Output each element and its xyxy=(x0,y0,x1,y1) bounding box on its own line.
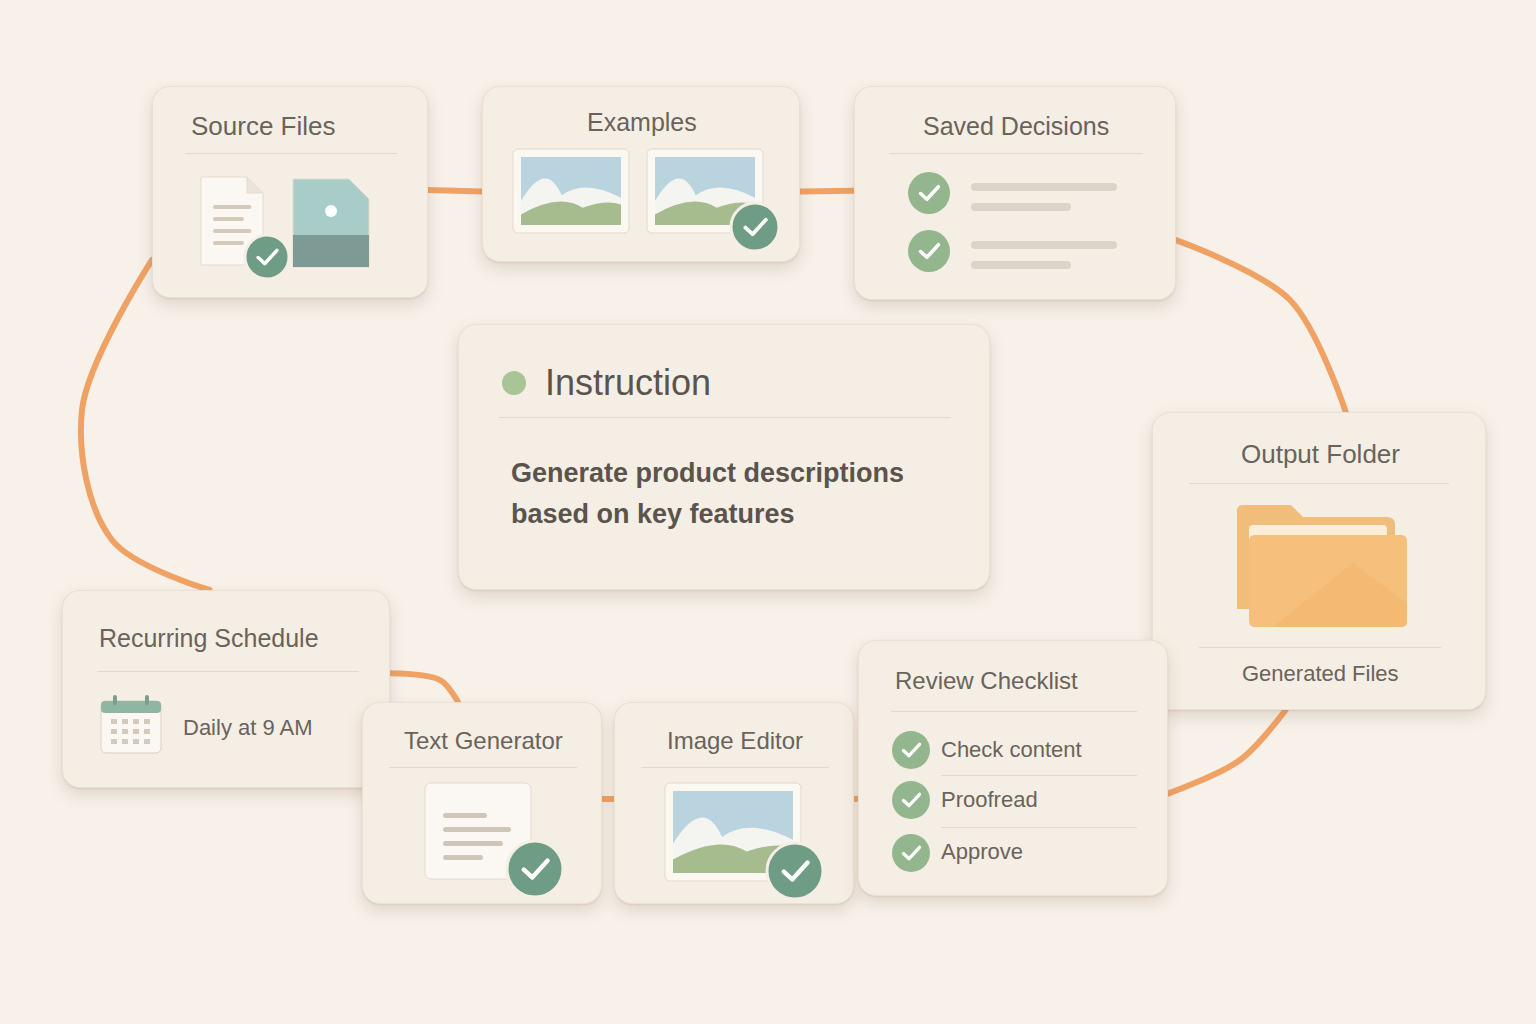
card-title: Output Folder xyxy=(1241,439,1400,470)
connector-line xyxy=(428,190,482,192)
card-title: Image Editor xyxy=(667,727,803,756)
card-title: Source Files xyxy=(191,111,336,142)
card-title: Text Generator xyxy=(404,727,563,756)
divider-line xyxy=(641,767,829,768)
divider-line xyxy=(389,767,577,768)
card-text: Check content xyxy=(941,737,1082,763)
divider-line xyxy=(889,153,1143,154)
card-text: Daily at 9 AM xyxy=(183,715,313,741)
card-title: Instruction xyxy=(545,361,711,404)
divider-line xyxy=(1199,647,1441,648)
output-folder-card: Output FolderGenerated Files xyxy=(1152,412,1486,710)
card-icon xyxy=(63,591,391,789)
image-editor-card: Image Editor xyxy=(614,702,854,904)
divider-line xyxy=(499,417,951,418)
card-text: Generated Files xyxy=(1242,661,1399,687)
source-files-card: Source Files xyxy=(152,86,428,298)
divider-line xyxy=(891,711,1137,712)
examples-card: Examples xyxy=(482,86,800,262)
divider-line xyxy=(1189,483,1449,484)
saved-decisions-card: Saved Decisions xyxy=(854,86,1176,300)
divider-line xyxy=(941,775,1137,776)
connector-line xyxy=(1176,240,1346,412)
instruction-card: InstructionGenerate product descriptions… xyxy=(458,324,990,590)
card-title: Examples xyxy=(587,107,697,137)
card-text: Generate product descriptions based on k… xyxy=(511,453,951,534)
connector-line xyxy=(390,673,458,702)
connector-line xyxy=(81,260,210,590)
divider-line xyxy=(941,827,1137,828)
connector-line xyxy=(602,796,614,802)
connector-line xyxy=(1168,710,1286,794)
review-checklist-card: Review ChecklistCheck contentProofreadAp… xyxy=(858,640,1168,896)
card-title: Recurring Schedule xyxy=(99,623,319,653)
recurring-schedule-card: Recurring ScheduleDaily at 9 AM xyxy=(62,590,390,788)
text-generator-card: Text Generator xyxy=(362,702,602,904)
card-title: Saved Decisions xyxy=(923,111,1109,141)
divider-line xyxy=(97,671,359,672)
card-title: Review Checklist xyxy=(895,667,1078,696)
connector-line xyxy=(800,188,854,195)
card-text: Proofread xyxy=(941,787,1038,813)
divider-line xyxy=(185,153,397,154)
card-text: Approve xyxy=(941,839,1023,865)
